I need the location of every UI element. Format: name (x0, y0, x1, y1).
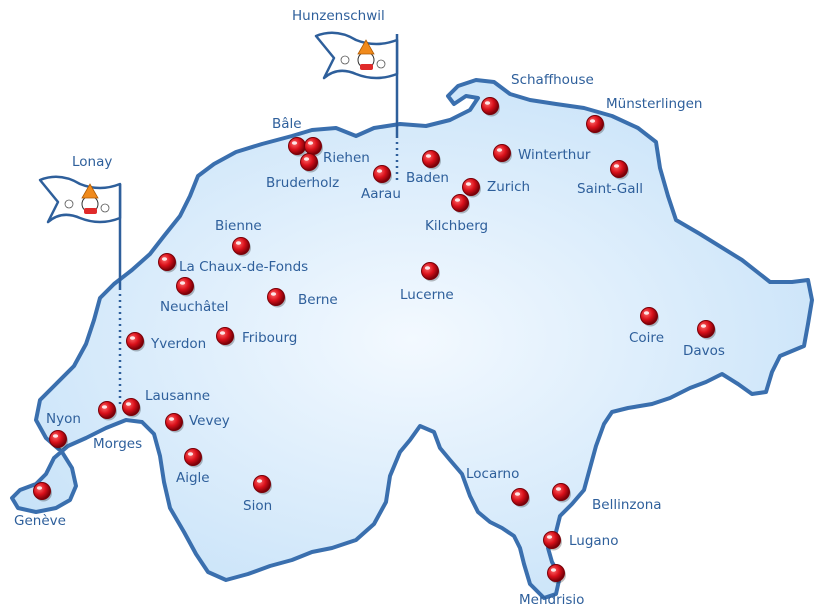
city-label-baden[interactable]: Baden (406, 170, 449, 186)
city-label-vevey[interactable]: Vevey (189, 413, 230, 429)
city-label-winterthur[interactable]: Winterthur (518, 147, 591, 163)
city-label-bellinzona[interactable]: Bellinzona (592, 497, 662, 513)
pin-aarau[interactable] (373, 165, 393, 185)
flag-label-hunzenschwil: Hunzenschwil (292, 8, 385, 24)
city-label-fribourg[interactable]: Fribourg (242, 330, 298, 346)
pin-fribourg[interactable] (216, 327, 236, 347)
city-label-aarau[interactable]: Aarau (361, 186, 401, 202)
pin-bellinzona[interactable] (552, 483, 572, 503)
city-label-saint-gall[interactable]: Saint-Gall (577, 181, 644, 197)
city-pins (33, 97, 717, 584)
pin-mendrisio[interactable] (547, 564, 567, 584)
pin-yverdon[interactable] (126, 332, 146, 352)
city-label-lugano[interactable]: Lugano (569, 533, 619, 549)
pin-bale[interactable] (288, 137, 308, 157)
city-label-chaux-de-fonds[interactable]: La Chaux-de-Fonds (179, 259, 309, 275)
city-label-morges[interactable]: Morges (93, 436, 143, 452)
city-label-geneve[interactable]: Genève (14, 513, 66, 529)
city-label-zurich[interactable]: Zurich (487, 179, 531, 195)
pin-kilchberg[interactable] (451, 194, 471, 214)
pin-locarno[interactable] (511, 488, 531, 508)
pin-berne[interactable] (267, 288, 287, 308)
city-label-bienne[interactable]: Bienne (215, 218, 262, 234)
pin-sion[interactable] (253, 475, 273, 495)
pin-morges[interactable] (98, 401, 118, 421)
pin-bienne[interactable] (232, 237, 252, 257)
city-label-munsterlingen[interactable]: Münsterlingen (606, 96, 703, 112)
city-label-coire[interactable]: Coire (629, 330, 664, 346)
city-label-locarno[interactable]: Locarno (466, 466, 520, 482)
pin-chaux-de-fonds[interactable] (158, 253, 178, 273)
city-label-aigle[interactable]: Aigle (176, 470, 210, 486)
flag-label-lonay: Lonay (72, 154, 113, 170)
pin-lucerne[interactable] (421, 262, 441, 282)
city-label-kilchberg[interactable]: Kilchberg (425, 218, 489, 234)
pin-lugano[interactable] (543, 531, 563, 551)
city-label-nyon[interactable]: Nyon (46, 411, 81, 427)
pin-munsterlingen[interactable] (586, 115, 606, 135)
city-label-riehen[interactable]: Riehen (323, 150, 370, 166)
flag-icon (314, 31, 399, 136)
pin-vevey[interactable] (165, 413, 185, 433)
flag-icon (38, 175, 122, 288)
pin-lausanne[interactable] (122, 398, 142, 418)
pin-schaffhouse[interactable] (481, 97, 501, 117)
city-label-mendrisio[interactable]: Mendrisio (519, 592, 585, 608)
pin-zurich[interactable] (462, 178, 482, 198)
pin-saint-gall[interactable] (610, 160, 630, 180)
city-label-sion[interactable]: Sion (243, 498, 273, 514)
city-label-neuchatel[interactable]: Neuchâtel (160, 299, 229, 315)
city-label-schaffhouse[interactable]: Schaffhouse (511, 72, 594, 88)
pin-neuchatel[interactable] (176, 277, 196, 297)
city-label-lausanne[interactable]: Lausanne (145, 388, 211, 404)
pin-riehen[interactable] (304, 137, 324, 157)
pin-bruderholz[interactable] (300, 153, 320, 173)
city-label-bale[interactable]: Bâle (272, 116, 302, 132)
pin-geneve[interactable] (33, 482, 53, 502)
country-outline (10, 78, 814, 600)
pin-winterthur[interactable] (493, 144, 513, 164)
pin-aigle[interactable] (184, 448, 204, 468)
city-label-berne[interactable]: Berne (298, 292, 338, 308)
pin-nyon[interactable] (49, 430, 69, 450)
city-label-lucerne[interactable]: Lucerne (400, 287, 454, 303)
city-label-yverdon[interactable]: Yverdon (151, 336, 207, 352)
pin-coire[interactable] (640, 307, 660, 327)
pin-davos[interactable] (697, 320, 717, 340)
city-label-bruderholz[interactable]: Bruderholz (266, 175, 340, 191)
pin-baden[interactable] (422, 150, 442, 170)
city-label-davos[interactable]: Davos (683, 343, 725, 359)
